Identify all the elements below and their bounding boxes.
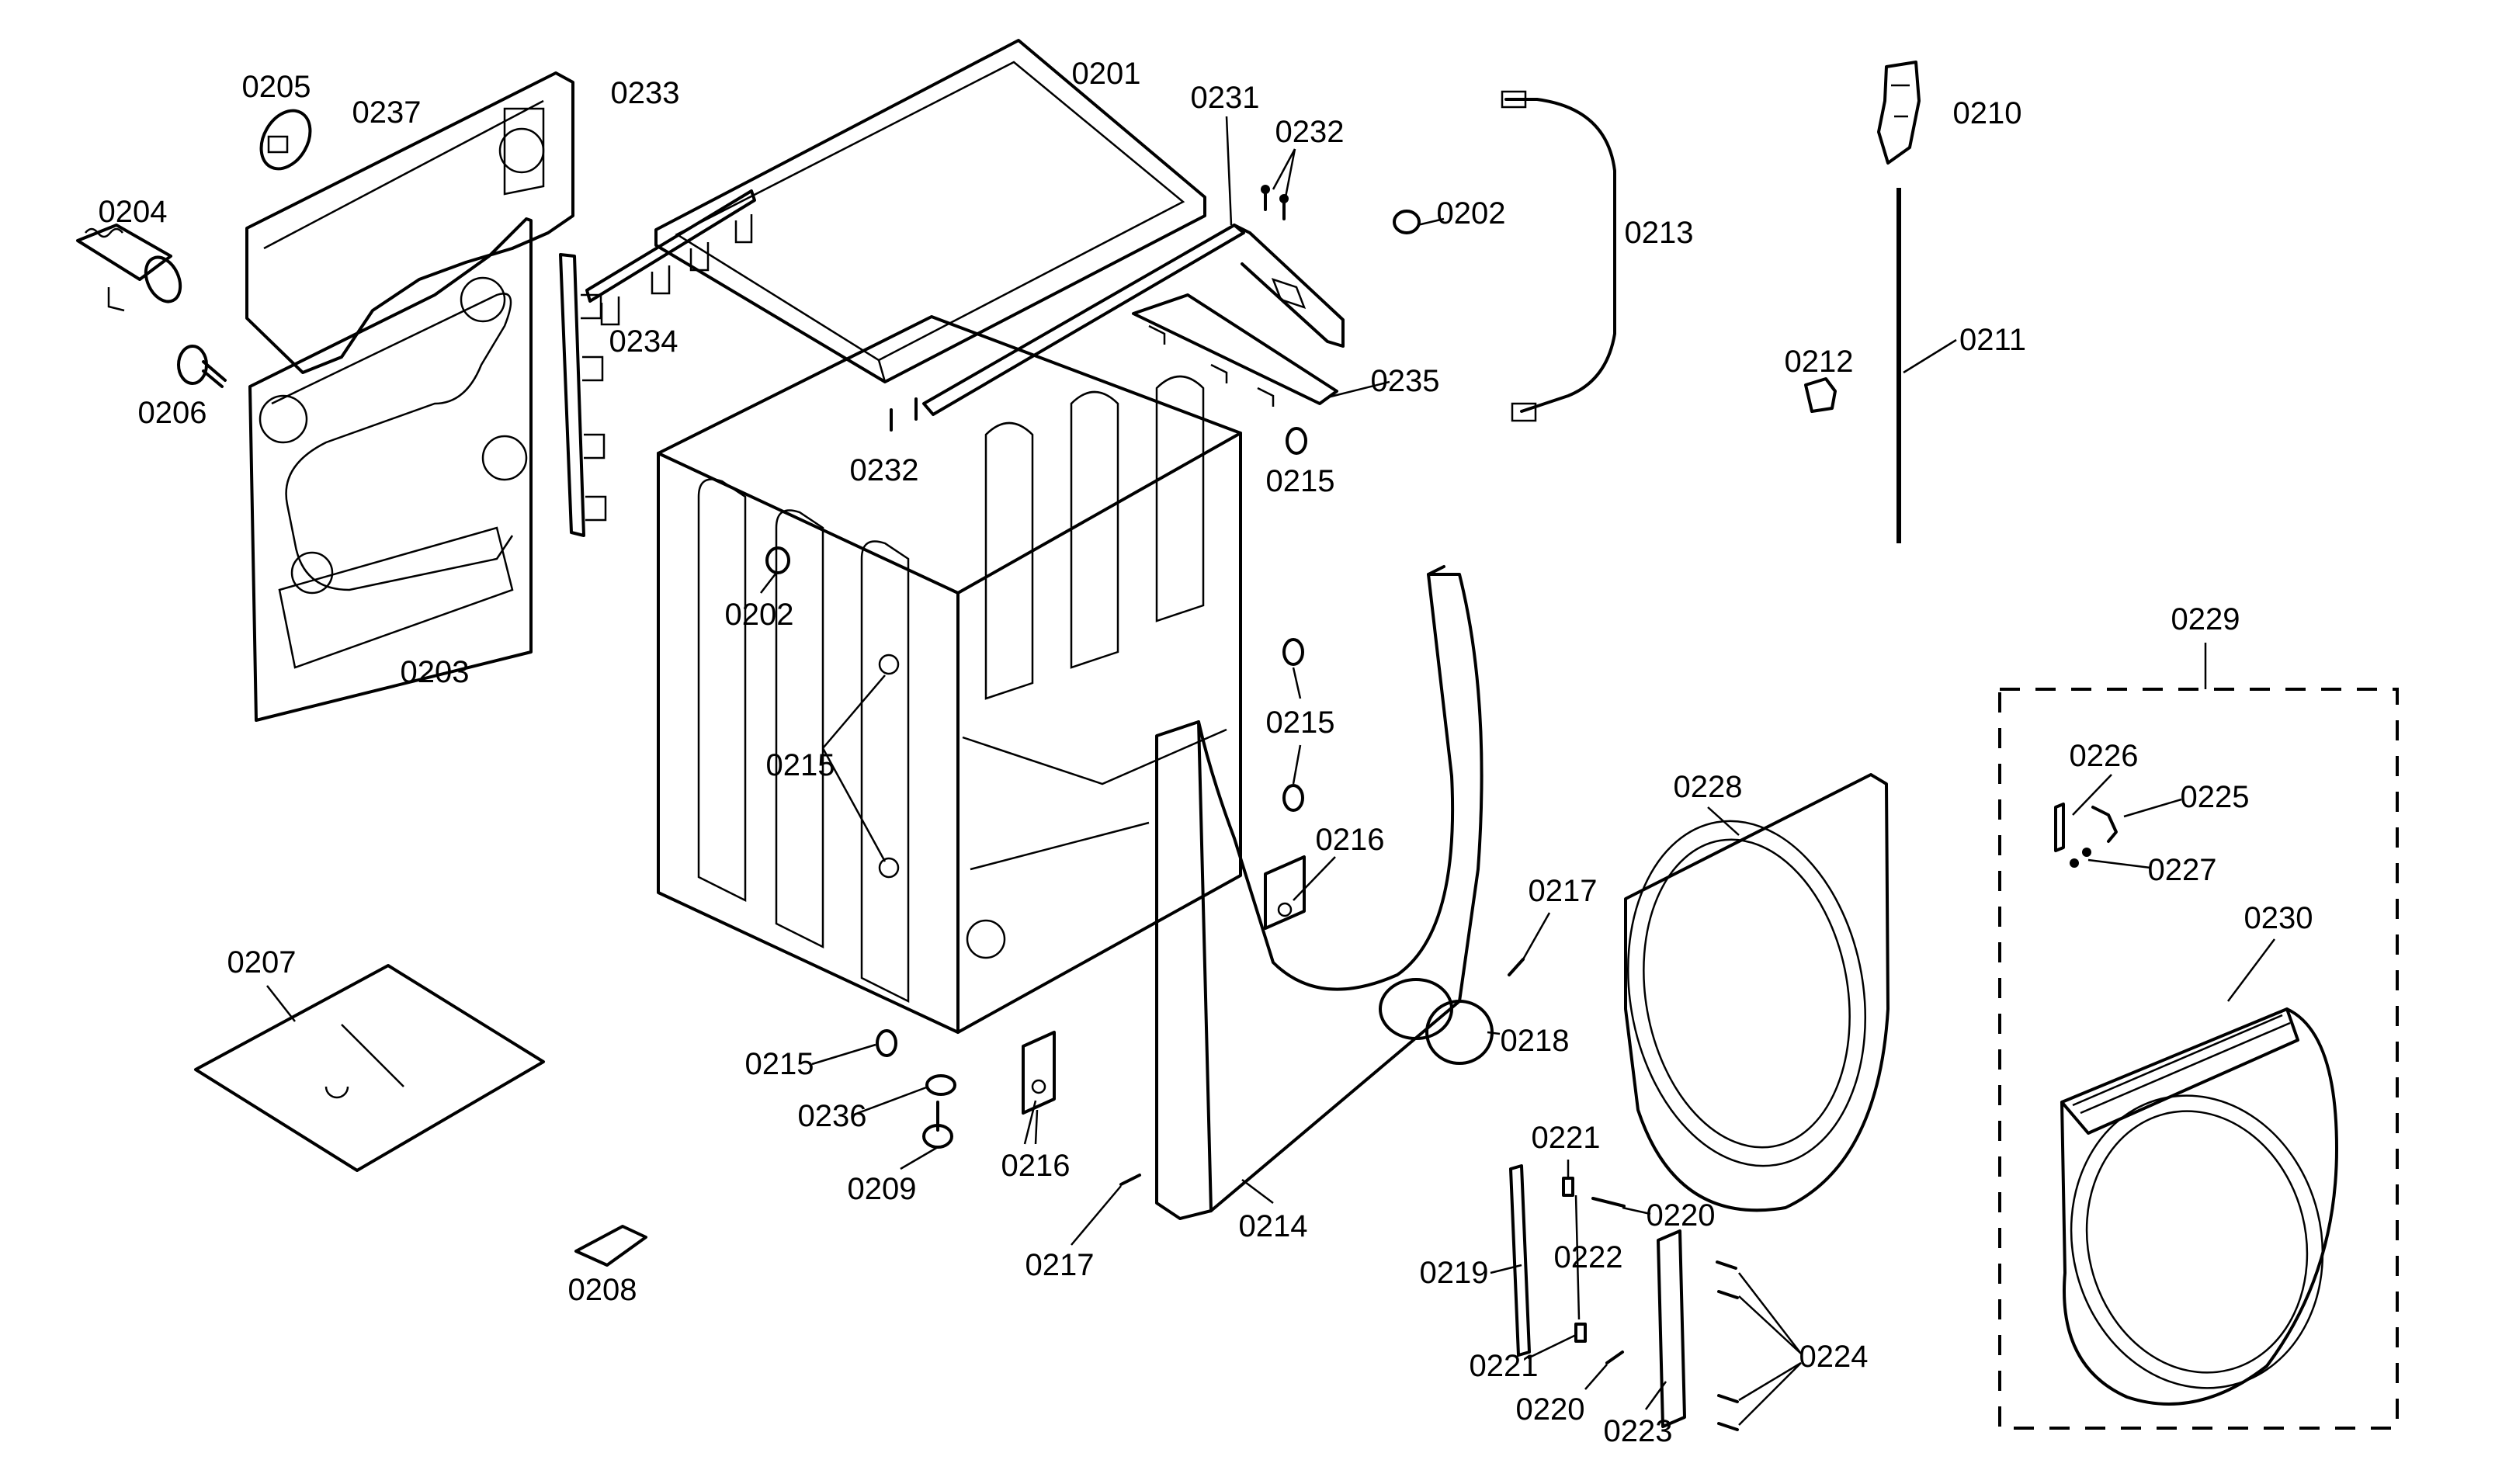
part-0209-foot <box>922 1101 953 1149</box>
part-0229-door-kit-box <box>1998 643 2399 1430</box>
part-0205-cap <box>259 109 312 171</box>
part-0230-door-assembly <box>2060 1007 2338 1406</box>
part-0220-screw-b <box>1605 1351 1624 1364</box>
label-0220: 0220 <box>1646 1198 1716 1233</box>
part-0237-rear-rail <box>245 71 574 374</box>
part-0202-clip-lower <box>765 546 790 574</box>
label-0229: 0229 <box>2171 602 2240 636</box>
main-cabinet <box>657 315 1242 1034</box>
part-0232-screws-lower <box>890 397 918 432</box>
part-0213-wire-harness <box>1501 90 1616 422</box>
label-0224: 0224 <box>1799 1340 1869 1374</box>
part-0221-bushing-a <box>1562 1177 1574 1197</box>
label-0215: 0215 <box>1265 706 1335 740</box>
part-0232-screws-top <box>1261 185 1289 220</box>
label-0223: 0223 <box>1603 1414 1673 1448</box>
label-0221: 0221 <box>1469 1349 1539 1383</box>
label-0226: 0226 <box>2069 739 2139 773</box>
label-0214: 0214 <box>1238 1209 1308 1243</box>
label-0213: 0213 <box>1624 216 1694 250</box>
label-0231: 0231 <box>1190 81 1260 115</box>
label-0202: 0202 <box>724 598 794 632</box>
part-0207-accessory-bag <box>194 964 545 1172</box>
part-0235-front-bracket <box>1132 293 1338 407</box>
part-0236-washer <box>925 1074 956 1096</box>
part-0216-bracket-lower <box>1022 1031 1056 1115</box>
part-0204-solenoid <box>76 224 182 312</box>
label-0228: 0228 <box>1673 770 1743 804</box>
label-0212: 0212 <box>1784 345 1854 379</box>
label-0217: 0217 <box>1025 1248 1095 1282</box>
label-0233: 0233 <box>610 76 680 110</box>
part-0224-screws <box>1716 1260 1739 1431</box>
label-0216: 0216 <box>1315 823 1385 857</box>
part-0214-front-panel <box>1155 565 1494 1220</box>
part-0216-bracket-upper <box>1264 855 1306 930</box>
part-0233-brace <box>585 189 756 326</box>
label-0230: 0230 <box>2244 901 2313 935</box>
label-0215: 0215 <box>744 1047 814 1081</box>
part-0226-hinge <box>2054 803 2065 852</box>
label-0232: 0232 <box>849 453 919 487</box>
label-0215: 0215 <box>765 748 835 782</box>
part-0215-clip-a <box>1286 427 1307 455</box>
label-0227: 0227 <box>2147 853 2217 887</box>
part-0215-clip-c <box>1282 784 1304 812</box>
part-0202-clip-upper <box>1393 210 1421 234</box>
label-0221: 0221 <box>1531 1121 1601 1155</box>
label-0215: 0215 <box>1265 464 1335 498</box>
part-0217-screw-upper <box>1508 958 1525 976</box>
label-0203: 0203 <box>400 655 470 689</box>
label-0205: 0205 <box>241 70 311 104</box>
label-0219: 0219 <box>1419 1256 1489 1290</box>
label-0235: 0235 <box>1370 364 1440 398</box>
label-0218: 0218 <box>1500 1024 1570 1058</box>
label-0232: 0232 <box>1275 115 1345 149</box>
part-0210-switch <box>1877 61 1921 165</box>
part-0206-screw <box>177 345 227 388</box>
part-0227-screws <box>2070 848 2091 868</box>
label-0206: 0206 <box>137 396 207 430</box>
part-0220-screw-a <box>1591 1197 1626 1208</box>
part-0208-clamp <box>574 1225 647 1267</box>
label-0225: 0225 <box>2180 780 2250 814</box>
part-0223-strip <box>1657 1229 1686 1428</box>
part-0215-clip-b <box>1282 638 1304 666</box>
label-0207: 0207 <box>227 945 297 980</box>
part-0212-clip <box>1804 377 1837 413</box>
label-0209: 0209 <box>847 1172 917 1206</box>
part-0221-bushing-b <box>1574 1323 1587 1343</box>
part-0228-door-frame <box>1624 773 1890 1212</box>
label-0234: 0234 <box>609 324 678 359</box>
label-0237: 0237 <box>352 95 422 130</box>
part-0222-pin <box>1574 1194 1581 1320</box>
part-0217-screw-lower <box>1119 1174 1141 1186</box>
part-0234-bracket <box>559 253 607 537</box>
label-0217: 0217 <box>1528 874 1598 908</box>
part-0231-cross-member <box>922 224 1345 416</box>
label-0211: 0211 <box>1959 323 2027 357</box>
label-0220: 0220 <box>1515 1392 1585 1427</box>
label-0222: 0222 <box>1553 1240 1623 1274</box>
part-0219-hinge-plate <box>1509 1164 1531 1357</box>
label-0201: 0201 <box>1071 57 1141 91</box>
part-0201-top-cover <box>654 39 1206 383</box>
label-0202: 0202 <box>1436 196 1506 231</box>
label-0204: 0204 <box>98 195 168 229</box>
part-0215-clip-d <box>876 1029 897 1057</box>
leader-lines <box>266 116 2275 1426</box>
label-0210: 0210 <box>1952 96 2022 130</box>
part-0203-back-panel <box>248 217 533 722</box>
label-0208: 0208 <box>567 1273 637 1307</box>
label-0236: 0236 <box>797 1099 867 1133</box>
label-0216: 0216 <box>1001 1149 1071 1183</box>
part-0225-latch <box>2091 806 2118 843</box>
